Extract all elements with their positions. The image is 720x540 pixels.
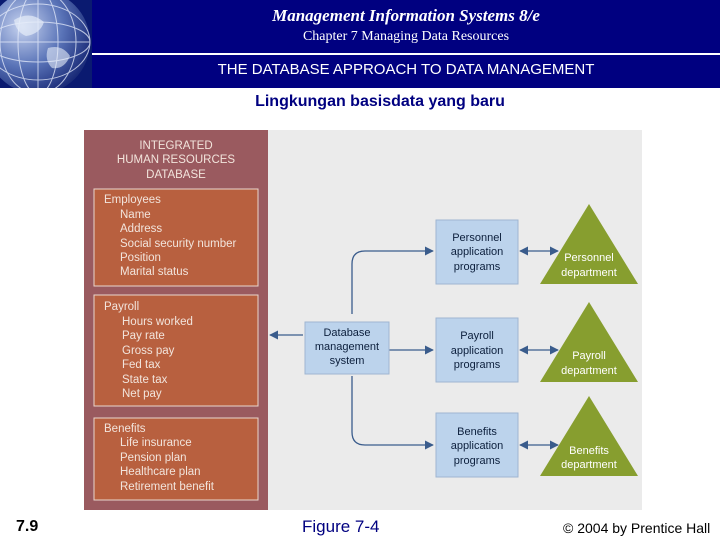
svg-text:application: application — [451, 345, 504, 357]
database-diagram: INTEGRATED HUMAN RESOURCES DATABASE Empl… — [84, 130, 642, 510]
employees-group: Employees Name Address Social security n… — [93, 188, 259, 287]
svg-text:department: department — [561, 459, 617, 471]
benefits-application-box: Benefits application programs — [435, 412, 519, 478]
payroll-department-triangle: Payroll department — [540, 302, 638, 382]
figure-label: Figure 7-4 — [302, 517, 380, 536]
payroll-application-box: Payroll application programs — [435, 317, 519, 383]
field-gross-pay: Gross pay — [122, 345, 175, 357]
group-title-employees: Employees — [104, 194, 161, 206]
database-title-line-3: DATABASE — [146, 169, 206, 181]
svg-text:Payroll: Payroll — [572, 350, 606, 362]
field-state-tax: State tax — [122, 374, 168, 386]
field-social-security-number: Social security number — [120, 238, 236, 250]
svg-text:programs: programs — [454, 359, 501, 371]
personnel-application-box: Personnel application programs — [435, 219, 519, 285]
dbms-line-1: Database — [323, 327, 370, 339]
svg-text:Personnel: Personnel — [564, 252, 614, 264]
svg-text:department: department — [561, 267, 617, 279]
copyright-notice: © 2004 by Prentice Hall — [563, 520, 711, 536]
section-title: THE DATABASE APPROACH TO DATA MANAGEMENT — [217, 61, 595, 78]
slide-header: Management Information Systems 8/e Chapt… — [0, 0, 720, 88]
field-pay-rate: Pay rate — [122, 330, 165, 342]
group-title-payroll: Payroll — [104, 301, 139, 313]
database-title-line-1: INTEGRATED — [139, 140, 212, 152]
connectors — [269, 246, 559, 450]
slide-title: Management Information Systems 8/e — [272, 6, 540, 25]
svg-text:Benefits: Benefits — [569, 445, 609, 457]
benefits-department-triangle: Benefits department — [540, 396, 638, 476]
field-position: Position — [120, 252, 161, 264]
svg-text:department: department — [561, 365, 617, 377]
field-net-pay: Net pay — [122, 388, 162, 400]
database-title-line-2: HUMAN RESOURCES — [117, 154, 236, 166]
field-address: Address — [120, 223, 162, 235]
payroll-group: Payroll Hours worked Pay rate Gross pay … — [93, 294, 259, 407]
slide-number: 7.9 — [16, 518, 39, 535]
group-title-benefits: Benefits — [104, 423, 146, 435]
svg-text:Benefits: Benefits — [457, 426, 497, 438]
field-marital-status: Marital status — [120, 266, 189, 278]
svg-text:Payroll: Payroll — [460, 330, 494, 342]
chapter-title: Chapter 7 Managing Data Resources — [302, 29, 510, 44]
benefits-group: Benefits Life insurance Pension plan Hea… — [93, 417, 259, 501]
globe-icon — [0, 0, 92, 88]
slide-subtitle: Lingkungan basisdata yang baru — [255, 93, 505, 110]
header-divider — [92, 53, 720, 55]
dbms-box: Database management system — [304, 321, 390, 375]
dbms-line-2: management — [315, 341, 379, 353]
svg-text:application: application — [451, 440, 504, 452]
field-fed-tax: Fed tax — [122, 359, 161, 371]
dbms-line-3: system — [330, 355, 365, 367]
svg-text:application: application — [451, 246, 504, 258]
field-name: Name — [120, 209, 151, 221]
arrow-dbms-to-benefits-app — [351, 376, 434, 450]
field-life-insurance: Life insurance — [120, 437, 192, 449]
svg-text:programs: programs — [454, 455, 501, 467]
field-hours-worked: Hours worked — [122, 316, 193, 328]
field-retirement-benefit: Retirement benefit — [120, 481, 215, 493]
field-pension-plan: Pension plan — [120, 452, 187, 464]
field-healthcare-plan: Healthcare plan — [120, 466, 201, 478]
svg-text:Personnel: Personnel — [452, 232, 502, 244]
svg-text:programs: programs — [454, 261, 501, 273]
arrow-dbms-to-personnel-app — [351, 246, 434, 314]
personnel-department-triangle: Personnel department — [540, 204, 638, 284]
